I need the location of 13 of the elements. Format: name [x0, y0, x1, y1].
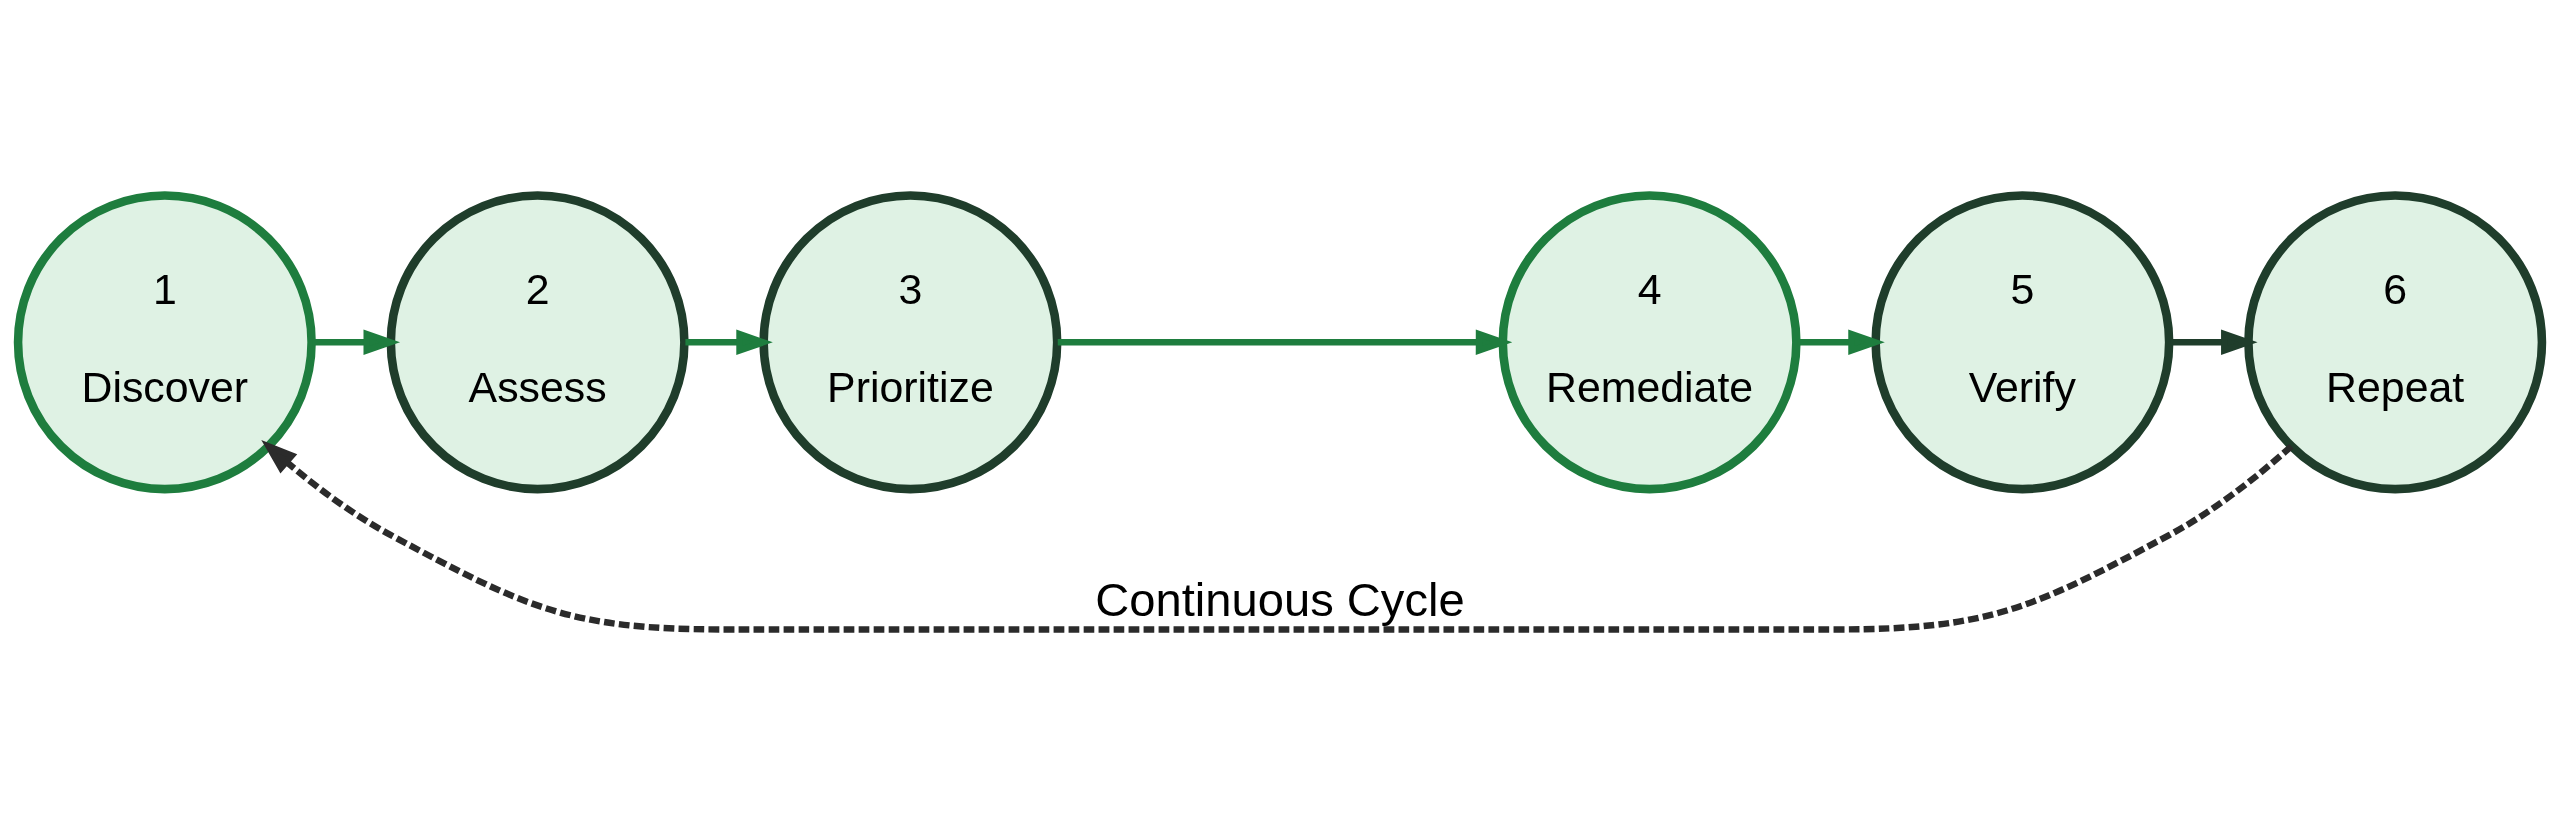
arrow	[1797, 329, 1885, 355]
node-circle: 3 Prioritize	[759, 190, 1062, 493]
arrow	[312, 329, 400, 355]
arrow	[261, 439, 2294, 633]
arrow	[685, 329, 773, 355]
node-circle: 1 Discover	[13, 190, 316, 493]
arrow	[2170, 329, 2258, 355]
arrow	[1057, 329, 1513, 355]
node-circle: 2 Assess	[386, 190, 689, 493]
node-circle: 4 Remediate	[1498, 190, 1801, 493]
node-circle: 5 Verify	[1871, 190, 2174, 493]
edge-label: Continuous Cycle	[1095, 572, 1465, 626]
node-circle: 6 Repeat	[2244, 190, 2547, 493]
